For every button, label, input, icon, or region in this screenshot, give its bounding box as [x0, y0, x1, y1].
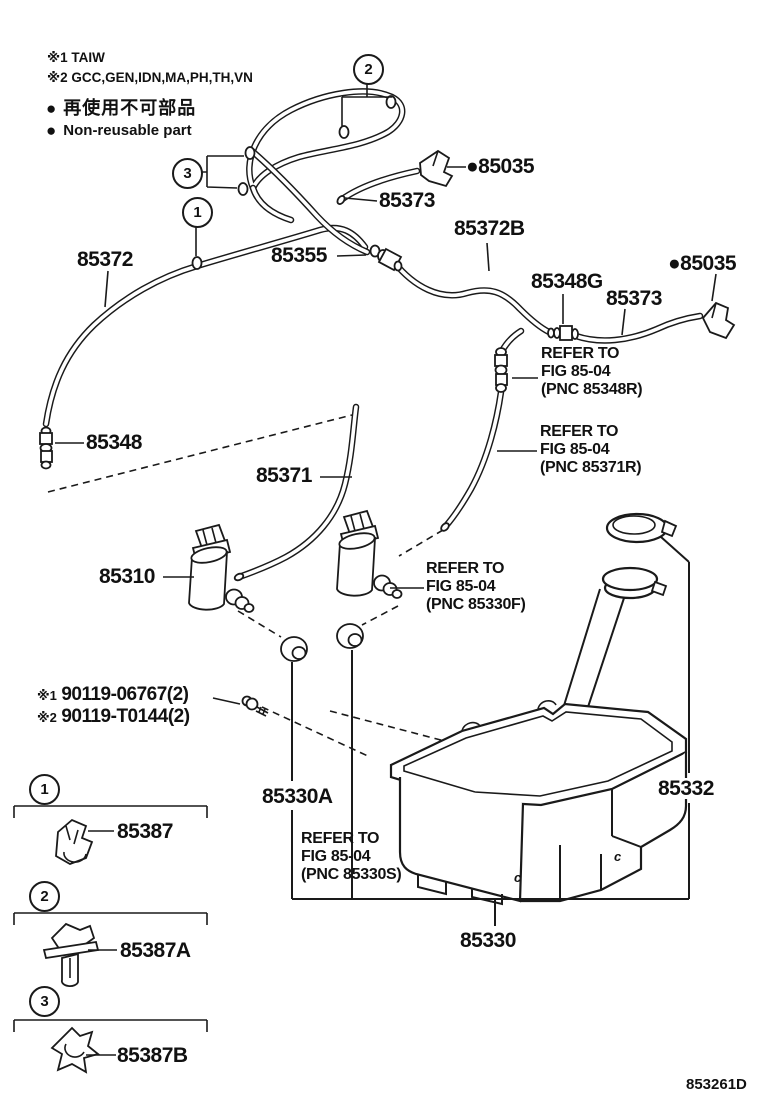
legend-circle-3: 3	[29, 986, 60, 1017]
hose-85372B	[390, 258, 553, 336]
nonreusable-bullet-icon: ●	[46, 121, 57, 140]
hose-85371R	[440, 327, 525, 532]
part-label-85035-left: ●85035	[466, 155, 535, 178]
refer-note-85330F: REFER TO FIG 85-04 (PNC 85330F)	[426, 560, 526, 613]
part-label-85387: 85387	[117, 820, 173, 843]
callout-circle-1: 1	[182, 197, 213, 228]
part-label-85373-right: 85373	[606, 287, 662, 310]
grommet-left	[280, 636, 308, 662]
part-label-85371: 85371	[256, 464, 312, 487]
part-label-85035-right: ●85035	[668, 252, 737, 275]
callout-circle-2: 2	[353, 54, 384, 85]
part-label-85330A: 85330A	[260, 785, 335, 808]
part-label-85355: 85355	[271, 244, 327, 267]
bracket-hole-marker: c	[614, 849, 622, 864]
joint-85355	[369, 244, 403, 272]
clip-85387-drawing	[55, 818, 94, 865]
variant-note-2: ※2 GCC,GEN,IDN,MA,PH,TH,VN	[47, 70, 253, 85]
washer-pump-right	[336, 510, 403, 599]
washer-nozzle-right	[701, 301, 736, 340]
washer-nozzle-left	[419, 149, 454, 188]
part-label-85372B: 85372B	[454, 217, 525, 240]
legend-circle-1: 1	[29, 774, 60, 805]
hose-cross-strand	[248, 147, 371, 256]
hose-85373-left	[336, 167, 421, 205]
hose-85373-right	[572, 312, 704, 344]
legend-circle-2: 2	[29, 881, 60, 912]
clip-85387A-drawing	[42, 922, 100, 987]
hose-loop-top	[246, 88, 406, 224]
variant-note-1: ※1 TAIW	[47, 50, 105, 65]
part-label-90119-06767: ※1 90119-06767(2)	[37, 684, 189, 705]
part-label-85332: 85332	[656, 777, 716, 800]
nonreusable-note-jp: ● 再使用不可部品	[46, 98, 197, 118]
refer-note-85330S: REFER TO FIG 85-04 (PNC 85330S)	[301, 830, 402, 883]
clip-85387B-drawing	[50, 1026, 100, 1074]
part-label-90119-T0144: ※2 90119-T0144(2)	[37, 706, 190, 727]
part-label-85348G: 85348G	[531, 270, 603, 293]
joint-85348	[39, 426, 53, 470]
part-label-85373-left: 85373	[379, 189, 435, 212]
leader-lines	[55, 166, 717, 1056]
callout-circle-3: 3	[172, 158, 203, 189]
callout-brackets	[13, 82, 393, 1032]
nonreusable-note-en: ● Non-reusable part	[46, 121, 192, 140]
bolt-90119	[241, 695, 269, 717]
refer-note-85348R: REFER TO FIG 85-04 (PNC 85348R)	[541, 345, 643, 398]
tank-bracket-lines	[291, 536, 690, 926]
bracket-hole-marker: c	[514, 870, 522, 885]
part-label-85372: 85372	[77, 248, 133, 271]
hose-clamps	[191, 95, 397, 270]
part-label-85330: 85330	[460, 929, 516, 952]
diagram-code: 853261D	[686, 1076, 747, 1093]
joint-85348R	[494, 347, 508, 393]
part-label-85387B: 85387B	[117, 1044, 188, 1067]
washer-tank	[389, 512, 688, 906]
washer-pump-85310	[188, 524, 255, 613]
part-label-85387A: 85387A	[120, 939, 191, 962]
part-label-85348: 85348	[86, 431, 142, 454]
hose-85371	[233, 403, 360, 582]
refer-note-85371R: REFER TO FIG 85-04 (PNC 85371R)	[540, 423, 642, 476]
joint-85348G	[547, 325, 579, 341]
grommet-right	[336, 623, 364, 649]
nonreusable-bullet-icon: ●	[46, 98, 57, 118]
part-label-85310: 85310	[99, 565, 155, 588]
